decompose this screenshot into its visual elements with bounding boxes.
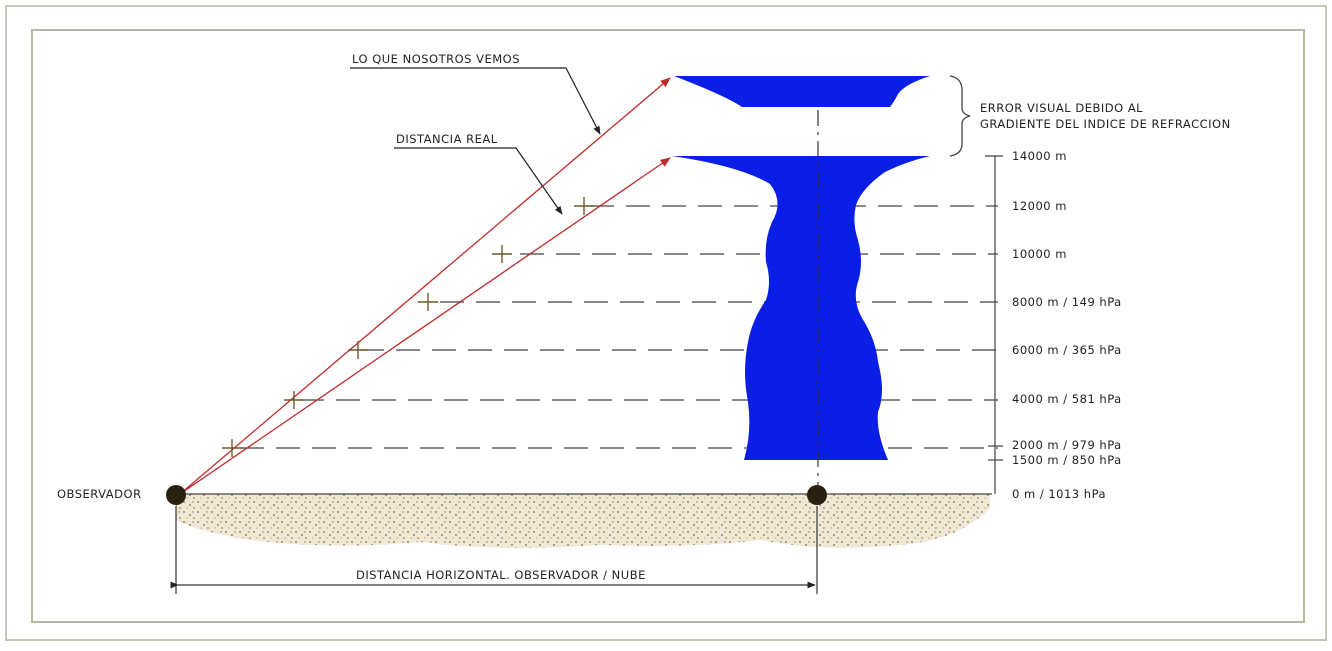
- level-labels: 14000 m 12000 m 10000 m 8000 m / 149 hPa…: [1012, 149, 1122, 501]
- level-label: 14000 m: [1012, 149, 1067, 163]
- real-cloud: [672, 156, 930, 460]
- inner-frame: [31, 29, 1305, 623]
- level-label: 10000 m: [1012, 247, 1067, 261]
- leader-real-distance: [394, 147, 563, 215]
- level-label: 6000 m / 365 hPa: [1012, 343, 1122, 357]
- error-label-line2: GRADIENTE DEL INDICE DE REFRACCION: [980, 117, 1231, 131]
- level-label: 8000 m / 149 hPa: [1012, 295, 1122, 309]
- label-what-we-see: LO QUE NOSOTROS VEMOS: [352, 52, 520, 66]
- scale-ticks: [985, 155, 1003, 461]
- ray-real: [179, 157, 671, 495]
- ray-crosses: [222, 197, 594, 457]
- cloud-base-point: [807, 485, 827, 505]
- height-lines: [240, 205, 998, 449]
- apparent-cloud: [674, 76, 930, 107]
- level-label: 12000 m: [1012, 199, 1067, 213]
- label-observer: OBSERVADOR: [57, 487, 142, 501]
- label-horizontal-distance: DISTANCIA HORIZONTAL. OBSERVADOR / NUBE: [356, 568, 646, 582]
- error-brace: [949, 75, 971, 157]
- observer-point: [166, 485, 186, 505]
- level-label: 4000 m / 581 hPa: [1012, 392, 1122, 406]
- ground: [176, 494, 990, 548]
- outer-frame: [5, 5, 1327, 641]
- label-real-distance: DISTANCIA REAL: [396, 132, 498, 146]
- level-label: 0 m / 1013 hPa: [1012, 487, 1106, 501]
- leader-what-we-see: [350, 67, 601, 135]
- level-label: 2000 m / 979 hPa: [1012, 438, 1122, 452]
- ray-apparent: [179, 77, 671, 495]
- level-label: 1500 m / 850 hPa: [1012, 453, 1122, 467]
- error-label-line1: ERROR VISUAL DEBIDO AL: [980, 101, 1143, 115]
